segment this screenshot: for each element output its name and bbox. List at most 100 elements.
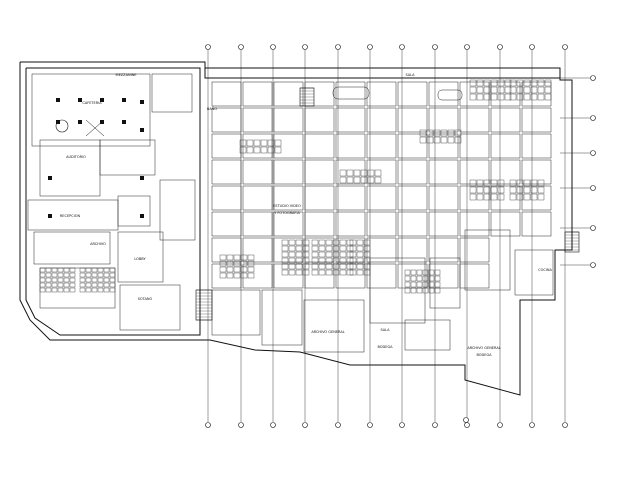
elevator-cross [85,119,105,137]
desk [85,282,92,288]
grid-bubble [399,44,405,50]
desk [226,254,234,261]
desk [219,260,227,267]
desk [288,269,296,276]
office-room [490,107,521,133]
room [303,299,365,353]
desk [302,263,310,270]
desk [416,269,423,276]
grid-bubble [590,262,596,268]
desk [490,186,498,194]
desk [339,245,347,252]
desk [318,245,326,252]
structural-column [140,100,144,104]
office-room [366,211,397,237]
desk [311,263,319,270]
desk [504,79,512,87]
office-room [490,185,521,211]
label-estudio-video: ESTUDIO VIDEO [273,204,301,208]
desk [233,266,241,273]
desk [240,272,248,279]
desk [39,282,46,288]
label-cocina: COCINA [538,268,552,272]
walls [19,61,573,396]
desk [226,266,234,273]
desk [346,176,354,184]
desk [302,269,310,276]
label-fotografia: Y FOTOGRAFIA [274,211,300,215]
desk [497,193,505,201]
desk [339,176,347,184]
desk [404,269,411,276]
desk [281,263,289,270]
desk [490,79,498,87]
desk [45,287,52,293]
office-room [459,237,490,263]
desk [332,251,340,258]
desk [97,277,104,283]
desk [509,193,517,201]
desk [247,266,255,273]
structural-column [140,214,144,218]
desk [79,282,86,288]
desk [356,251,364,258]
grid-bubble [590,225,596,231]
desk [537,193,545,201]
office-room [521,211,552,237]
round-table [55,119,69,133]
desk [544,93,552,101]
structural-column [122,98,126,102]
desk [253,139,261,147]
desk [356,269,364,276]
grid-bubble [590,115,596,121]
desk [281,245,289,252]
desk [530,86,538,94]
office-room [211,159,242,185]
label-sotano: SOTANO [138,297,153,301]
grid-bubble [205,44,211,50]
desk [247,254,255,261]
office-room [273,263,304,289]
grid-bubble [529,44,535,50]
desk [363,251,371,258]
grid-bubble [464,422,470,428]
label-mezzanine: MEZZANINE [116,73,137,77]
desk [544,79,552,87]
desk [51,282,58,288]
desk [240,266,248,273]
desk [39,272,46,278]
office-room [366,133,397,159]
desk [530,193,538,201]
desk [295,263,303,270]
desk [516,93,524,101]
desk [483,179,491,187]
desk [97,272,104,278]
desk [246,139,254,147]
desk [509,79,517,87]
desk [103,282,110,288]
desk [246,146,254,154]
desk [247,272,255,279]
desk [523,179,531,187]
office-room [397,237,428,263]
desk [247,260,255,267]
workstations [39,79,580,321]
office-room [335,159,366,185]
desk [281,269,289,276]
desk [483,193,491,201]
desk [91,287,98,293]
desk [469,179,477,187]
desk [226,272,234,279]
desk [288,245,296,252]
room [151,73,193,113]
desk [419,136,427,144]
rooms [27,73,554,353]
desk [509,86,517,94]
office-room [304,263,335,289]
desk [302,257,310,264]
desk [504,86,512,94]
desk [69,267,76,273]
desk [239,139,247,147]
office-room [490,133,521,159]
